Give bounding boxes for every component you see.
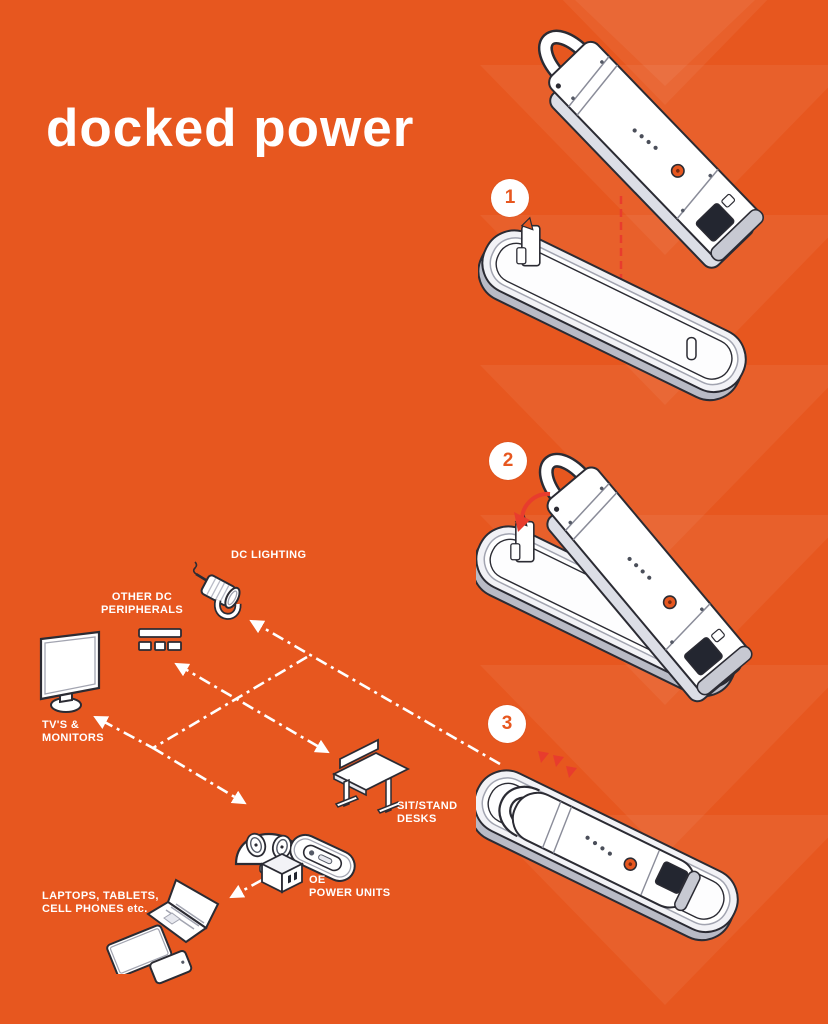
step-number: 3 — [501, 713, 513, 734]
dc-modules-icon — [138, 628, 182, 651]
label-sit-stand-desks: SIT/STAND DESKS — [397, 800, 458, 825]
phone-icon — [149, 949, 193, 985]
label-laptops-tablets-phones: LAPTOPS, TABLETS, CELL PHONES etc. — [42, 890, 159, 915]
step-number: 1 — [504, 187, 516, 208]
line-peripherals-to-desks — [174, 662, 330, 754]
step-badge-3: 3 — [488, 705, 526, 743]
step-number: 2 — [502, 450, 514, 471]
step1-illustration-unit-above-dock — [478, 24, 808, 412]
tablet-icon — [106, 924, 172, 974]
docked-power-unit — [498, 785, 701, 912]
step-badge-2: 2 — [489, 442, 527, 480]
power-adapter-cube-icon — [259, 852, 305, 894]
power-unit — [517, 24, 767, 272]
label-tvs-monitors: TV'S & MONITORS — [42, 719, 104, 744]
spotlight-icon — [192, 561, 242, 620]
flat-power-unit-icon — [290, 833, 356, 882]
step-badge-1: 1 — [491, 179, 529, 217]
label-oe-power-units: OE POWER UNITS — [309, 874, 391, 899]
line-dock-to-tvs-monitors — [93, 655, 308, 750]
red-latch-marks — [538, 751, 577, 778]
monitor-icon — [39, 630, 101, 713]
page-title: docked power — [46, 99, 415, 158]
line-power-units-to-laptops — [229, 878, 263, 899]
step2-illustration-unit-tilting-into-dock — [476, 428, 828, 738]
laptop-icon — [146, 878, 220, 944]
dock-tray — [478, 216, 758, 412]
label-other-dc-peripherals: OTHER DC PERIPHERALS — [100, 591, 184, 616]
line-junction-to-oe-power-units — [152, 746, 247, 805]
rotation-arrow — [514, 491, 551, 532]
label-dc-lighting: DC LIGHTING — [231, 549, 307, 561]
step3-illustration-unit-docked — [476, 759, 750, 952]
desk-icon — [331, 738, 410, 814]
dock-tray-with-unit — [476, 759, 750, 952]
line-dock-to-dc-lighting — [249, 619, 501, 766]
